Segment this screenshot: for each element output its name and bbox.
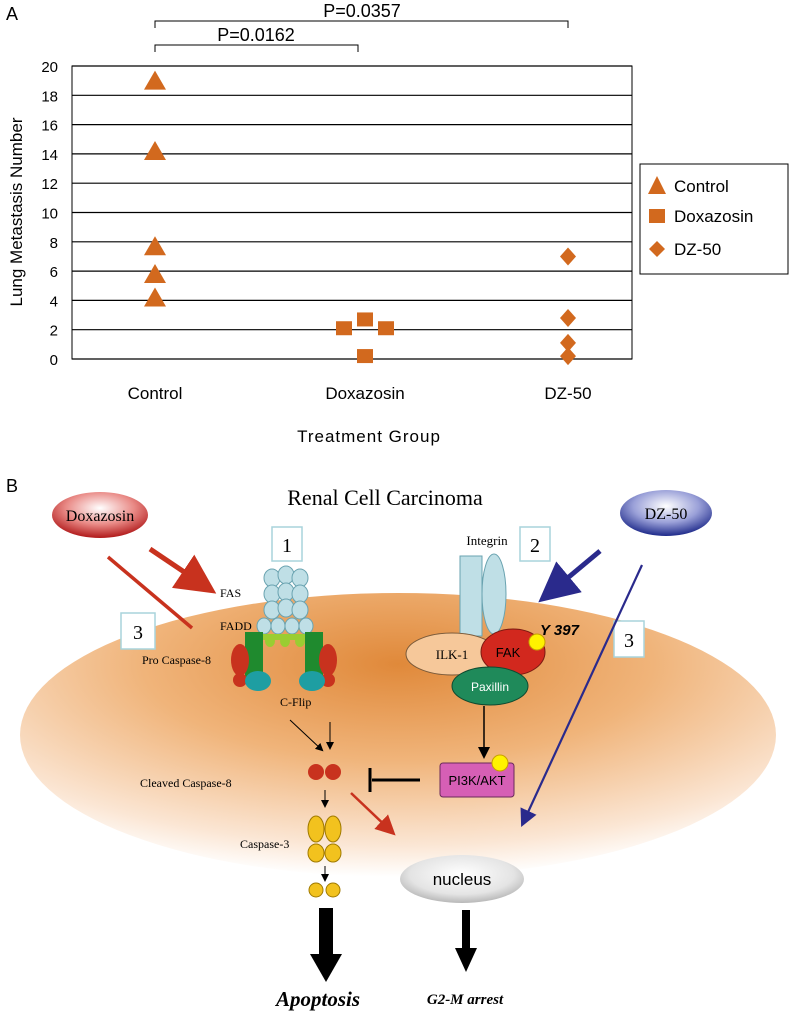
dz50-pill bbox=[620, 490, 712, 536]
box-3-right bbox=[613, 620, 645, 658]
x-tick-labels: Control Doxazosin DZ-50 bbox=[128, 384, 592, 403]
y-tick-20: 20 bbox=[41, 59, 58, 76]
fadd-complex bbox=[231, 632, 337, 691]
y-tick-14: 14 bbox=[41, 147, 58, 164]
y-tick-12: 12 bbox=[41, 176, 58, 193]
ilk1-label: ILK-1 bbox=[436, 647, 469, 662]
x-tick-control: Control bbox=[128, 384, 183, 403]
point-control-2 bbox=[144, 236, 166, 256]
fas-label: FAS bbox=[220, 586, 241, 600]
y-tick-2: 2 bbox=[50, 323, 58, 340]
pro-caspase8-label: Pro Caspase-8 bbox=[142, 653, 211, 667]
caspase3-complex bbox=[307, 815, 342, 863]
box-3-left bbox=[120, 612, 156, 650]
pi3k-akt-box bbox=[439, 762, 515, 798]
point-control-3 bbox=[144, 264, 166, 284]
box-2 bbox=[519, 526, 551, 562]
cflip-label: C-Flip bbox=[280, 695, 311, 709]
apoptosis-label: Apoptosis bbox=[274, 987, 360, 1011]
panel-b: B Renal Cell Carcinoma Doxazosin DZ-50 1… bbox=[6, 476, 776, 1011]
legend: Control Doxazosin DZ-50 bbox=[639, 163, 789, 275]
point-dz50-0 bbox=[560, 247, 576, 266]
box-3-left-label: 3 bbox=[133, 622, 143, 644]
point-control-0 bbox=[144, 70, 166, 90]
apoptosis-arrow bbox=[310, 908, 342, 982]
cell-body bbox=[20, 593, 776, 877]
cleaved-caspase8-label: Cleaved Caspase-8 bbox=[140, 776, 232, 790]
p-value-doxazosin: P=0.0162 bbox=[217, 25, 295, 45]
nucleus bbox=[400, 855, 524, 903]
box-1 bbox=[271, 526, 303, 562]
y-tick-10: 10 bbox=[41, 206, 58, 223]
p-value-dz50: P=0.0357 bbox=[323, 1, 401, 21]
cleaved-caspase8-dot-2 bbox=[325, 764, 341, 780]
point-control-1 bbox=[144, 140, 166, 160]
doxazosin-line-3 bbox=[106, 555, 194, 630]
fadd-label: FADD bbox=[220, 619, 252, 633]
dz50-arrow-fak bbox=[538, 549, 602, 603]
point-doxazosin-3 bbox=[357, 349, 373, 364]
point-doxazosin-2 bbox=[378, 321, 394, 336]
arrow-to-cleaved-left bbox=[289, 719, 324, 752]
panel-b-label: B bbox=[6, 476, 18, 496]
box-1-label: 1 bbox=[282, 535, 292, 557]
cleaved-caspase3-dot-2 bbox=[325, 882, 341, 898]
caspase3-label: Caspase-3 bbox=[240, 837, 289, 851]
panel-a: A P=0.0162 P=0.0357 0 2 4 6 8 10 12 14 16 18 20 Co… bbox=[6, 1, 789, 446]
x-axis-label: Treatment Group bbox=[297, 427, 441, 446]
nucleus-label: nucleus bbox=[433, 870, 492, 889]
pi3k-akt-label: PI3K/AKT bbox=[448, 773, 505, 788]
y-tick-18: 18 bbox=[41, 88, 58, 105]
legend-dz50: DZ-50 bbox=[674, 240, 721, 259]
box-3-right-label: 3 bbox=[624, 630, 634, 652]
g2m-label: G2-M arrest bbox=[427, 992, 504, 1008]
g2m-arrow bbox=[455, 910, 477, 972]
y397-label: Y 397 bbox=[540, 622, 580, 639]
y-tick-labels: 0 2 4 6 8 10 12 14 16 18 20 bbox=[41, 59, 58, 369]
y-tick-6: 6 bbox=[50, 264, 58, 281]
significance-brackets bbox=[154, 20, 569, 52]
box-2-label: 2 bbox=[530, 535, 540, 557]
y-tick-8: 8 bbox=[50, 235, 58, 252]
fak-phospho-dot bbox=[528, 633, 546, 651]
point-doxazosin-0 bbox=[336, 321, 352, 336]
doxazosin-arrow-fas bbox=[148, 546, 217, 594]
y-tick-0: 0 bbox=[50, 352, 58, 369]
caspase-to-nucleus-arrow bbox=[350, 792, 396, 836]
integrin bbox=[459, 553, 507, 637]
legend-triangle-icon bbox=[648, 176, 666, 194]
point-control-4 bbox=[144, 287, 166, 307]
cleaved-caspase3-dot-1 bbox=[308, 882, 324, 898]
point-doxazosin-1 bbox=[357, 312, 373, 327]
point-dz50-3 bbox=[560, 347, 576, 366]
paxillin-label: Paxillin bbox=[471, 680, 509, 694]
legend-diamond-icon bbox=[649, 241, 665, 257]
doxazosin-pill bbox=[52, 492, 148, 538]
legend-doxazosin: Doxazosin bbox=[674, 207, 753, 226]
x-tick-dz50: DZ-50 bbox=[544, 384, 591, 403]
point-dz50-2 bbox=[560, 333, 576, 352]
x-tick-doxazosin: Doxazosin bbox=[325, 384, 404, 403]
paxillin-node bbox=[451, 666, 529, 706]
pi3k-phospho-dot bbox=[491, 754, 509, 772]
bracket-control-dz50 bbox=[154, 20, 569, 28]
cell-title: Renal Cell Carcinoma bbox=[287, 485, 483, 510]
y-axis-label: Lung Metastasis Number bbox=[7, 117, 26, 306]
dz50-arrow-nucleus bbox=[520, 564, 643, 827]
dz50-label: DZ-50 bbox=[645, 506, 688, 523]
legend-square-icon bbox=[649, 209, 665, 223]
doxazosin-label: Doxazosin bbox=[66, 508, 134, 525]
fas-receptor bbox=[256, 565, 314, 635]
y-tick-4: 4 bbox=[50, 293, 58, 310]
bracket-control-doxazosin bbox=[154, 44, 359, 52]
integrin-label: Integrin bbox=[466, 533, 508, 548]
legend-control: Control bbox=[674, 177, 729, 196]
chart-grid bbox=[71, 65, 633, 360]
fak-label: FAK bbox=[496, 645, 521, 660]
cleaved-caspase8-dot-1 bbox=[308, 764, 324, 780]
data-points bbox=[144, 70, 576, 366]
y-tick-16: 16 bbox=[41, 118, 58, 135]
panel-a-label: A bbox=[6, 4, 18, 24]
point-dz50-1 bbox=[560, 308, 576, 327]
